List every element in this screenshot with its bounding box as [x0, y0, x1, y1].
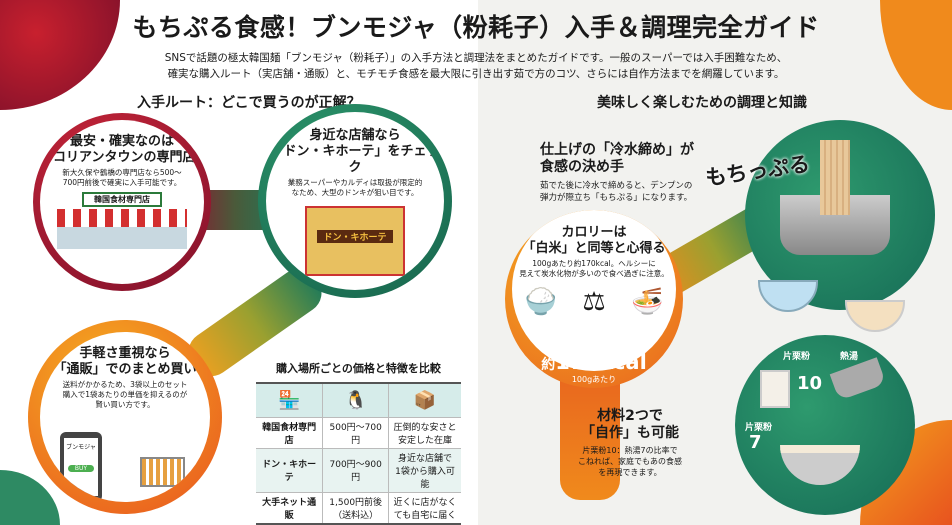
- cell-price: 500円〜700円: [322, 417, 389, 449]
- card-body: 賢い買い方です。: [95, 400, 155, 409]
- table-title: 購入場所ごとの価格と特徴を比較: [276, 362, 441, 375]
- shopping-cart-icon: [140, 457, 185, 487]
- price-line: （送料込）: [333, 510, 379, 521]
- store-icon: 🏪: [256, 383, 323, 418]
- calorie-value: 170kcal: [555, 350, 647, 374]
- card-body: 送料がかかるため、3袋以上のセット: [62, 380, 188, 389]
- diy-tip: 材料2つで 「自作」も可能 片栗粉10：熱湯7の比率でこねれば、家庭でもあの食感…: [560, 408, 700, 478]
- rice-vs-noodle-illustration: 🍚 ⚖ 🍜: [512, 287, 676, 317]
- card-body: 購入で1袋あたりの単価を抑えるのが: [62, 390, 188, 399]
- card-title: 「通販」でのまとめ買い: [53, 362, 197, 377]
- rice-bowl-icon: 🍚: [524, 287, 558, 317]
- feature-line: ても自宅に届く: [393, 510, 457, 521]
- subtitle: SNSで話題の極太韓国麺「ブンモジャ（粉耗子）」の入手方法と調理法をまとめたガイ…: [164, 52, 788, 64]
- section-heading-left: 入手ルート：どこで買うのが正解？: [137, 95, 361, 111]
- cell-feature: 圧倒的な安さと安定した在庫: [388, 417, 461, 449]
- price-line: 1,500円前後: [329, 497, 383, 508]
- cell-place: 大手ネット通販: [256, 492, 323, 524]
- cell-place: ドン・キホーテ: [256, 448, 323, 493]
- feature-line: 近くに店がなく: [393, 497, 457, 508]
- card-online: 手軽さ重視なら 「通販」でのまとめ買い 送料がかかるため、3袋以上のセット購入で…: [28, 320, 222, 514]
- card-body: 700円前後で確実に入手可能です。: [62, 178, 182, 187]
- cold-water-tip: 仕上げの「冷水締め」が 食感の決め手 茹でた後に冷水で締めると、デンプンの 弾力…: [540, 142, 694, 204]
- calorie-note: 100gあたり: [571, 375, 617, 384]
- scale-icon: ⚖: [582, 287, 606, 317]
- cooking-circle: [745, 120, 935, 310]
- cell-feature: 近くに店がなくても自宅に届く: [388, 492, 461, 524]
- section-heading-right: 美味しく楽しむための調理と知識: [597, 95, 807, 111]
- noodle-bowl-icon: 🍜: [630, 287, 664, 317]
- tip-body: こねれば、家庭でもあの食感: [578, 457, 682, 466]
- table-row: 大手ネット通販 1,500円前後 （送料込） 近くに店がなくても自宅に届く: [256, 492, 461, 524]
- card-title: 「コリアンタウンの専門店」: [40, 150, 204, 165]
- card-korean-store: 最安・確実なのは 「コリアンタウンの専門店」 新大久保や鶴橋の専門店なら500〜…: [33, 113, 211, 291]
- calorie-prefix: 約: [541, 357, 556, 373]
- saucepan-illustration: [829, 357, 887, 401]
- card-body: 新大久保や鶴橋の専門店なら500〜: [62, 168, 182, 177]
- tip-body: を再現できます。: [598, 468, 662, 477]
- diy-circle: 片栗粉 熱湯 10 片栗粉 7: [735, 335, 915, 515]
- card-body: なため、大型のドンキが狙い目です。: [291, 188, 419, 197]
- donki-sign: ドン・キホーテ: [317, 230, 393, 243]
- card-title: カロリーは: [561, 225, 627, 240]
- measuring-cup-illustration: [760, 370, 790, 408]
- card-donki: 身近な店舗なら 「ドン・キホーテ」をチェック 業務スーパーやカルディは取扱が限定…: [258, 104, 452, 298]
- subtitle: 確実な購入ルート（実店舗・通販）と、モチモチ食感を最大限に引き出す茹で方のコツ、…: [167, 68, 785, 80]
- calorie-badge: 約170kcal 100gあたり: [505, 350, 683, 385]
- tip-title: 「自作」も可能: [581, 425, 679, 441]
- tip-body: 片栗粉10：熱湯7の比率で: [582, 446, 678, 455]
- card-title: 手軽さ重視なら: [79, 346, 171, 361]
- package-box-icon: 📦: [388, 383, 461, 418]
- buy-button: BUY: [68, 465, 94, 472]
- store-sign: 韓国食材専門店: [82, 192, 162, 207]
- tip-body: 茹でた後に冷水で締めると、デンプンの: [540, 181, 693, 191]
- storefront-illustration: [57, 209, 187, 249]
- feature-line: 1袋から購入可能: [395, 466, 455, 490]
- phone-label: ブンモジャ: [66, 444, 96, 451]
- page-title: もちぷる食感！ブンモジャ（粉耗子）入手＆調理完全ガイド: [132, 13, 820, 42]
- noodles-illustration: [820, 140, 850, 215]
- card-body: 業務スーパーやカルディは取扱が限定的: [287, 178, 423, 187]
- cell-feature: 身近な店舗で 1袋から購入可能: [388, 448, 461, 493]
- calorie-card: カロリーは 「白米」と同等と心得る 100gあたり約170kcal。ヘルシーに見…: [505, 210, 683, 388]
- label-starch: 片栗粉: [745, 423, 773, 433]
- card-body: 見えて炭水化物が多いので食べ過ぎに注意。: [519, 269, 669, 278]
- ratio-starch: 10: [797, 373, 823, 394]
- feature-line: 安定した在庫: [398, 435, 453, 446]
- tip-body: 弾力が際立ち「もちぷる」になります。: [540, 193, 693, 203]
- card-body: 100gあたり約170kcal。ヘルシーに: [532, 259, 656, 268]
- label-starch: 片栗粉: [783, 352, 811, 362]
- tip-title: 仕上げの「冷水締め」が: [540, 142, 694, 158]
- cell-place: 韓国食材専門店: [256, 417, 323, 449]
- penguin-mascot-icon: 🐧: [322, 383, 389, 418]
- donki-building-illustration: ドン・キホーテ: [305, 206, 405, 276]
- card-title: 「ドン・キホーテ」をチェック: [270, 144, 440, 175]
- tip-title: 食感の決め手: [540, 159, 624, 175]
- card-title: 「白米」と同等と心得る: [522, 241, 666, 256]
- label-water: 熱湯: [840, 352, 859, 362]
- smartphone-illustration: ブンモジャ BUY: [60, 432, 102, 502]
- card-title: 身近な店舗なら: [309, 128, 401, 143]
- card-title: 最安・確実なのは: [69, 134, 174, 149]
- cell-price: 1,500円前後 （送料込）: [322, 492, 389, 524]
- mixing-bowl-illustration: [780, 445, 860, 485]
- feature-line: 身近な店舗で: [398, 453, 453, 464]
- ratio-water: 7: [749, 432, 762, 453]
- feature-line: 圧倒的な安さと: [393, 422, 457, 433]
- tip-title: 材料2つで: [597, 408, 663, 424]
- cell-price: 700円〜900円: [322, 448, 389, 493]
